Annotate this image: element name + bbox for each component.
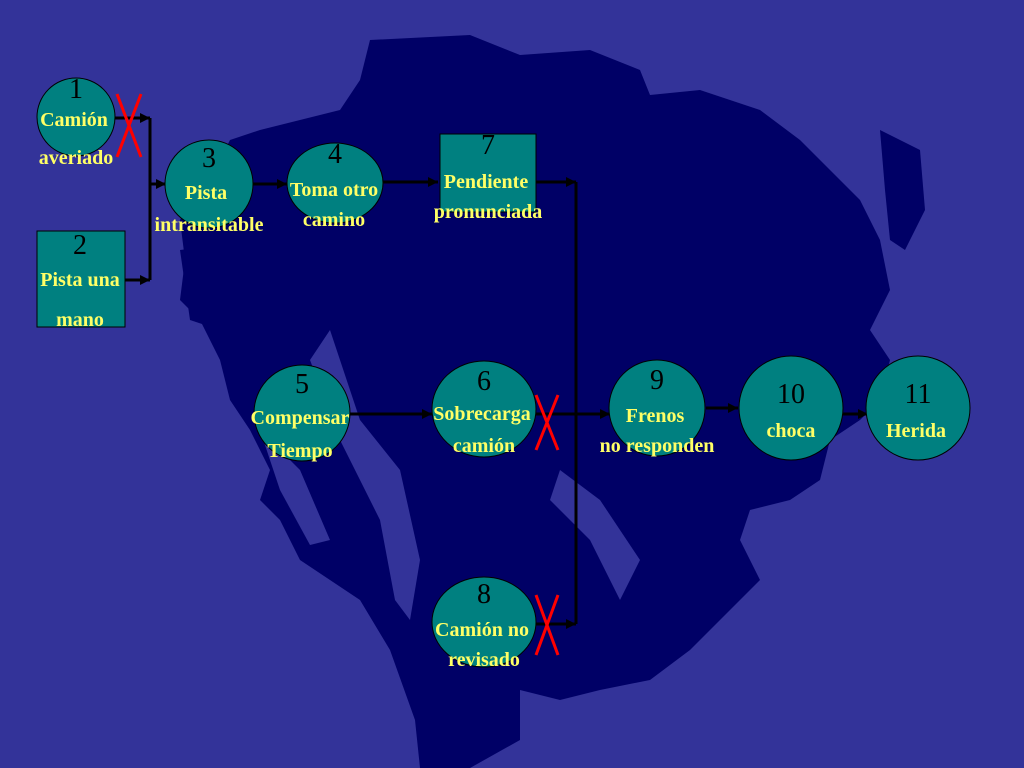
node-7-label-line-1: Pendiente (444, 171, 529, 193)
node-2-number: 2 (73, 230, 87, 261)
node-2: 2 Pista una mano (36, 230, 126, 331)
node-4-label-line-2: camino (303, 209, 365, 231)
cross-stroke (115, 93, 143, 158)
node-5: 5 Compensar Tiempo (251, 364, 351, 462)
node-5-number: 5 (295, 369, 309, 400)
node-9-number: 9 (650, 365, 664, 396)
node-9: 9 Frenos no responden (600, 359, 715, 457)
node-7-shape (439, 133, 537, 213)
arrowhead-7-trunk (566, 177, 576, 187)
node-3-shape (164, 139, 254, 229)
node-6-shape (431, 360, 537, 458)
node-8-shape (431, 576, 537, 668)
node-7: 7 Pendiente pronunciada (434, 130, 543, 223)
node-3-number: 3 (202, 143, 216, 174)
node-4-label-line-1: Toma otro (290, 179, 378, 201)
arrowhead-2 (140, 275, 150, 285)
node-11: 11 Herida (865, 355, 971, 461)
node-8-number: 8 (477, 579, 491, 610)
arrowhead-9 (600, 409, 610, 419)
arrowhead-1 (140, 113, 150, 123)
arrowhead-3 (156, 179, 166, 189)
node-6-number: 6 (477, 366, 491, 397)
tree-branch-gap-2 (550, 470, 640, 600)
node-8-label-line-2: revisado (448, 649, 520, 671)
node-1-label-line-2: averiado (39, 147, 113, 169)
node-4: 4 Toma otro camino (286, 139, 384, 231)
node-5-shape (253, 364, 351, 462)
node-6-label-line-1: Sobrecarga (433, 403, 530, 425)
node-1: 1 Camión averiado (36, 74, 116, 169)
node-7-number: 7 (481, 130, 495, 161)
cross-mark-1-3 (115, 93, 143, 158)
arrowhead-7 (428, 177, 438, 187)
node-1-shape (36, 77, 116, 157)
arrowhead-10 (728, 403, 738, 413)
tree-branch-gap-3 (260, 430, 330, 545)
node-9-label-line-2: no responden (600, 435, 715, 457)
node-2-shape (36, 230, 126, 328)
node-3-label-line-1: Pista (185, 182, 227, 204)
arrowhead-11 (858, 409, 868, 419)
node-2-label-line-2: mano (56, 309, 104, 331)
arrowhead-4 (277, 179, 287, 189)
cross-stroke (534, 594, 560, 656)
cross-mark-8-9 (534, 594, 560, 656)
node-7-label-line-2: pronunciada (434, 201, 543, 223)
arrowhead-6 (422, 409, 432, 419)
node-8-label-line-1: Camión no (435, 619, 529, 641)
node-11-number: 11 (905, 379, 932, 410)
arrowheads (140, 113, 868, 629)
node-10: 10 choca (738, 355, 844, 461)
arrowhead-8-trunk (566, 619, 576, 629)
node-10-label-line-1: choca (767, 420, 816, 442)
node-11-label-line-1: Herida (886, 420, 946, 442)
node-10-shape (738, 355, 844, 461)
node-8: 8 Camión no revisado (431, 576, 537, 671)
node-2-label-line-1: Pista una (40, 269, 119, 291)
node-4-shape (286, 142, 384, 224)
tree-silhouette-right (880, 130, 925, 250)
node-10-number: 10 (777, 379, 805, 410)
node-4-number: 4 (328, 139, 342, 170)
node-9-label-line-1: Frenos (626, 405, 685, 427)
node-3-label-line-2: intransitable (155, 214, 264, 236)
node-5-label-line-2: Tiempo (267, 440, 332, 462)
node-5-label-line-1: Compensar (251, 407, 350, 429)
node-11-shape (865, 355, 971, 461)
cross-stroke (534, 394, 560, 451)
tree-silhouette-left (180, 245, 240, 330)
cross-mark-6-9 (534, 394, 560, 451)
node-1-number: 1 (69, 74, 83, 105)
node-1-label-line-1: Camión (40, 109, 108, 131)
node-6: 6 Sobrecarga camión (431, 360, 537, 458)
node-9-shape (608, 359, 706, 457)
node-3: 3 Pista intransitable (155, 139, 264, 236)
node-6-label-line-2: camión (453, 435, 515, 457)
